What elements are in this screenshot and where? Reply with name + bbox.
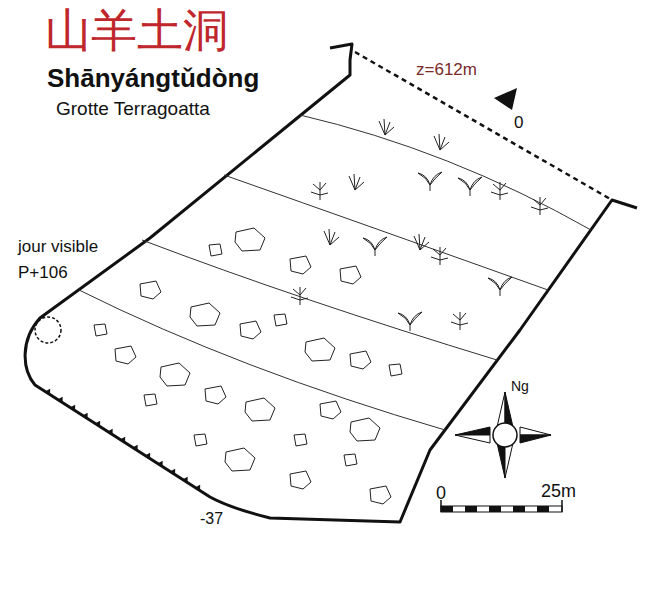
skylight-symbol xyxy=(35,317,61,343)
slope-line xyxy=(79,290,445,430)
boulder xyxy=(115,346,136,364)
boulder xyxy=(340,266,361,284)
vegetation xyxy=(291,119,548,331)
boulder xyxy=(194,434,207,446)
compass-point xyxy=(497,392,505,427)
depth-label: P+106 xyxy=(18,263,68,283)
note-label: jour visible xyxy=(18,237,98,257)
boulder xyxy=(274,314,287,326)
north-label: Ng xyxy=(511,378,529,394)
scale-label: 25m xyxy=(541,481,576,502)
scale-segment xyxy=(465,506,477,512)
plant-symbol xyxy=(488,277,512,296)
grass-symbol xyxy=(349,174,364,190)
boulder xyxy=(94,324,107,336)
compass-point xyxy=(505,392,513,427)
scale-segment xyxy=(489,506,501,512)
compass-point xyxy=(520,427,551,435)
boulder xyxy=(294,434,307,446)
compass-ring xyxy=(493,423,517,447)
bush-symbol xyxy=(291,287,308,305)
boulder xyxy=(245,398,275,421)
boulder xyxy=(305,338,335,361)
north-arrow xyxy=(455,392,551,478)
bush-symbol xyxy=(431,247,448,265)
compass-point xyxy=(497,443,505,478)
compass-point xyxy=(455,427,490,435)
scale-segment xyxy=(441,506,453,512)
scale-bar xyxy=(441,500,562,512)
cave-name: Shānyángtǔdòng xyxy=(47,64,259,94)
bush-symbol xyxy=(531,197,548,215)
boulder xyxy=(290,256,311,274)
grass-symbol xyxy=(414,234,429,250)
boulder xyxy=(290,471,311,489)
compass-point xyxy=(520,435,551,443)
bush-symbol xyxy=(451,312,468,330)
boulder xyxy=(370,486,391,504)
altitude-label: z=612m xyxy=(416,60,477,80)
scale-tick xyxy=(561,500,563,512)
boulder xyxy=(350,418,380,441)
scale-label: 0 xyxy=(436,483,446,504)
map-title: 山羊土洞 xyxy=(45,4,229,57)
boulder xyxy=(240,321,261,339)
boulder xyxy=(235,228,265,251)
station-number: 0 xyxy=(514,113,523,133)
boulder xyxy=(350,351,371,369)
boulder xyxy=(140,281,161,299)
boulder xyxy=(389,364,402,376)
boulder xyxy=(160,363,190,386)
slope-line xyxy=(300,115,591,230)
cave-name-french: Grotte Terragoatta xyxy=(56,98,210,120)
boulder xyxy=(225,448,255,471)
boulder xyxy=(144,394,157,406)
grass-symbol xyxy=(434,134,449,150)
boulder xyxy=(209,244,222,256)
bush-symbol xyxy=(491,182,508,200)
scale-frame xyxy=(441,506,562,512)
plant-symbol xyxy=(418,172,442,191)
grass-symbol xyxy=(379,119,394,135)
scale-segment xyxy=(537,506,549,512)
slope-line xyxy=(142,240,497,360)
boulder xyxy=(344,454,357,466)
grass-symbol xyxy=(324,229,339,245)
boulder xyxy=(205,386,226,404)
plant-symbol xyxy=(363,237,387,256)
entrance-marker xyxy=(494,88,517,110)
compass-point xyxy=(455,435,490,443)
boulders xyxy=(94,228,402,504)
scale-segment xyxy=(513,506,525,512)
slope-lines xyxy=(79,115,591,430)
slope-line xyxy=(224,175,548,290)
plant-symbol xyxy=(458,177,482,196)
depth-label: -37 xyxy=(200,510,223,528)
cave-wall xyxy=(25,44,637,522)
bush-symbol xyxy=(311,182,328,200)
pit-edge xyxy=(35,385,210,497)
compass-point xyxy=(505,443,513,478)
boulder xyxy=(190,303,220,326)
boulder xyxy=(320,401,341,419)
entrance-edge xyxy=(355,52,612,200)
plant-symbol xyxy=(398,312,422,331)
